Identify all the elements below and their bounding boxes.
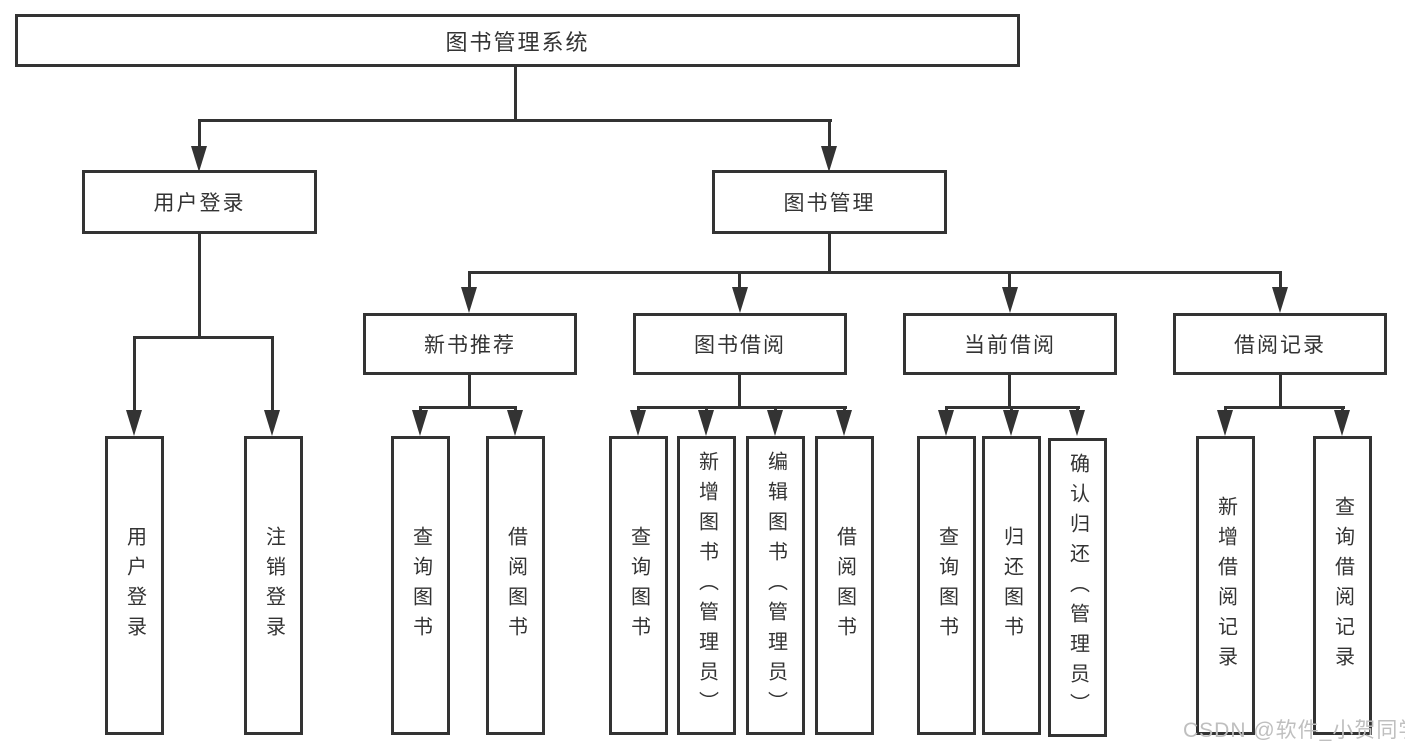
arrow-down-icon bbox=[1002, 287, 1018, 313]
connector-line bbox=[468, 375, 471, 408]
leaf-logout: 注销登录 bbox=[244, 436, 303, 735]
arrow-down-icon bbox=[191, 146, 207, 172]
leaf-return-books: 归还图书 bbox=[982, 436, 1041, 735]
arrow-down-icon bbox=[1334, 410, 1350, 436]
leaf-borrow-books: 借阅图书 bbox=[815, 436, 874, 735]
arrow-down-icon bbox=[732, 287, 748, 313]
connector-line bbox=[198, 234, 201, 338]
connector-line bbox=[198, 119, 832, 122]
node-current-borrowing: 当前借阅 bbox=[903, 313, 1117, 375]
leaf-add-book-admin: 新增图书（管理员） bbox=[677, 436, 736, 735]
arrow-down-icon bbox=[264, 410, 280, 436]
connector-line bbox=[271, 336, 274, 412]
arrow-down-icon bbox=[698, 410, 714, 436]
arrow-down-icon bbox=[1069, 410, 1085, 436]
connector-line bbox=[1008, 375, 1011, 408]
connector-line bbox=[198, 119, 201, 149]
arrow-down-icon bbox=[836, 410, 852, 436]
connector-line bbox=[133, 336, 274, 339]
arrow-down-icon bbox=[630, 410, 646, 436]
arrow-down-icon bbox=[412, 410, 428, 436]
arrow-down-icon bbox=[1217, 410, 1233, 436]
connector-line bbox=[468, 271, 1282, 274]
connector-line bbox=[1008, 271, 1011, 291]
leaf-edit-book-admin: 编辑图书（管理员） bbox=[746, 436, 805, 735]
node-book-management: 图书管理 bbox=[712, 170, 947, 234]
leaf-query-borrow-record: 查询借阅记录 bbox=[1313, 436, 1372, 735]
arrow-down-icon bbox=[507, 410, 523, 436]
connector-line bbox=[738, 375, 741, 408]
csdn-watermark: CSDN @软件_小贺同学 bbox=[1183, 719, 1405, 742]
leaf-add-borrow-record: 新增借阅记录 bbox=[1196, 436, 1255, 735]
leaf-borrow-books: 借阅图书 bbox=[486, 436, 545, 735]
connector-line bbox=[637, 406, 847, 409]
leaf-query-books: 查询图书 bbox=[391, 436, 450, 735]
leaf-query-books: 查询图书 bbox=[609, 436, 668, 735]
leaf-confirm-return-admin: 确认归还（管理员） bbox=[1048, 438, 1107, 737]
leaf-query-books: 查询图书 bbox=[917, 436, 976, 735]
node-book-borrowing: 图书借阅 bbox=[633, 313, 847, 375]
connector-line bbox=[419, 406, 517, 409]
arrow-down-icon bbox=[1272, 287, 1288, 313]
node-new-book-recommend: 新书推荐 bbox=[363, 313, 577, 375]
node-book-management-system: 图书管理系统 bbox=[15, 14, 1020, 67]
connector-line bbox=[1224, 406, 1345, 409]
arrow-down-icon bbox=[461, 287, 477, 313]
arrow-down-icon bbox=[126, 410, 142, 436]
arrow-down-icon bbox=[1003, 410, 1019, 436]
leaf-user-login: 用户登录 bbox=[105, 436, 164, 735]
connector-line bbox=[828, 119, 831, 149]
node-borrowing-records: 借阅记录 bbox=[1173, 313, 1387, 375]
connector-line bbox=[514, 67, 517, 121]
connector-line bbox=[1279, 375, 1282, 408]
node-user-login: 用户登录 bbox=[82, 170, 317, 234]
arrow-down-icon bbox=[938, 410, 954, 436]
connector-line bbox=[828, 234, 831, 274]
arrow-down-icon bbox=[821, 146, 837, 172]
arrow-down-icon bbox=[767, 410, 783, 436]
connector-line bbox=[468, 271, 471, 291]
connector-line bbox=[738, 271, 741, 291]
connector-line bbox=[133, 336, 136, 412]
connector-line bbox=[1279, 271, 1282, 291]
